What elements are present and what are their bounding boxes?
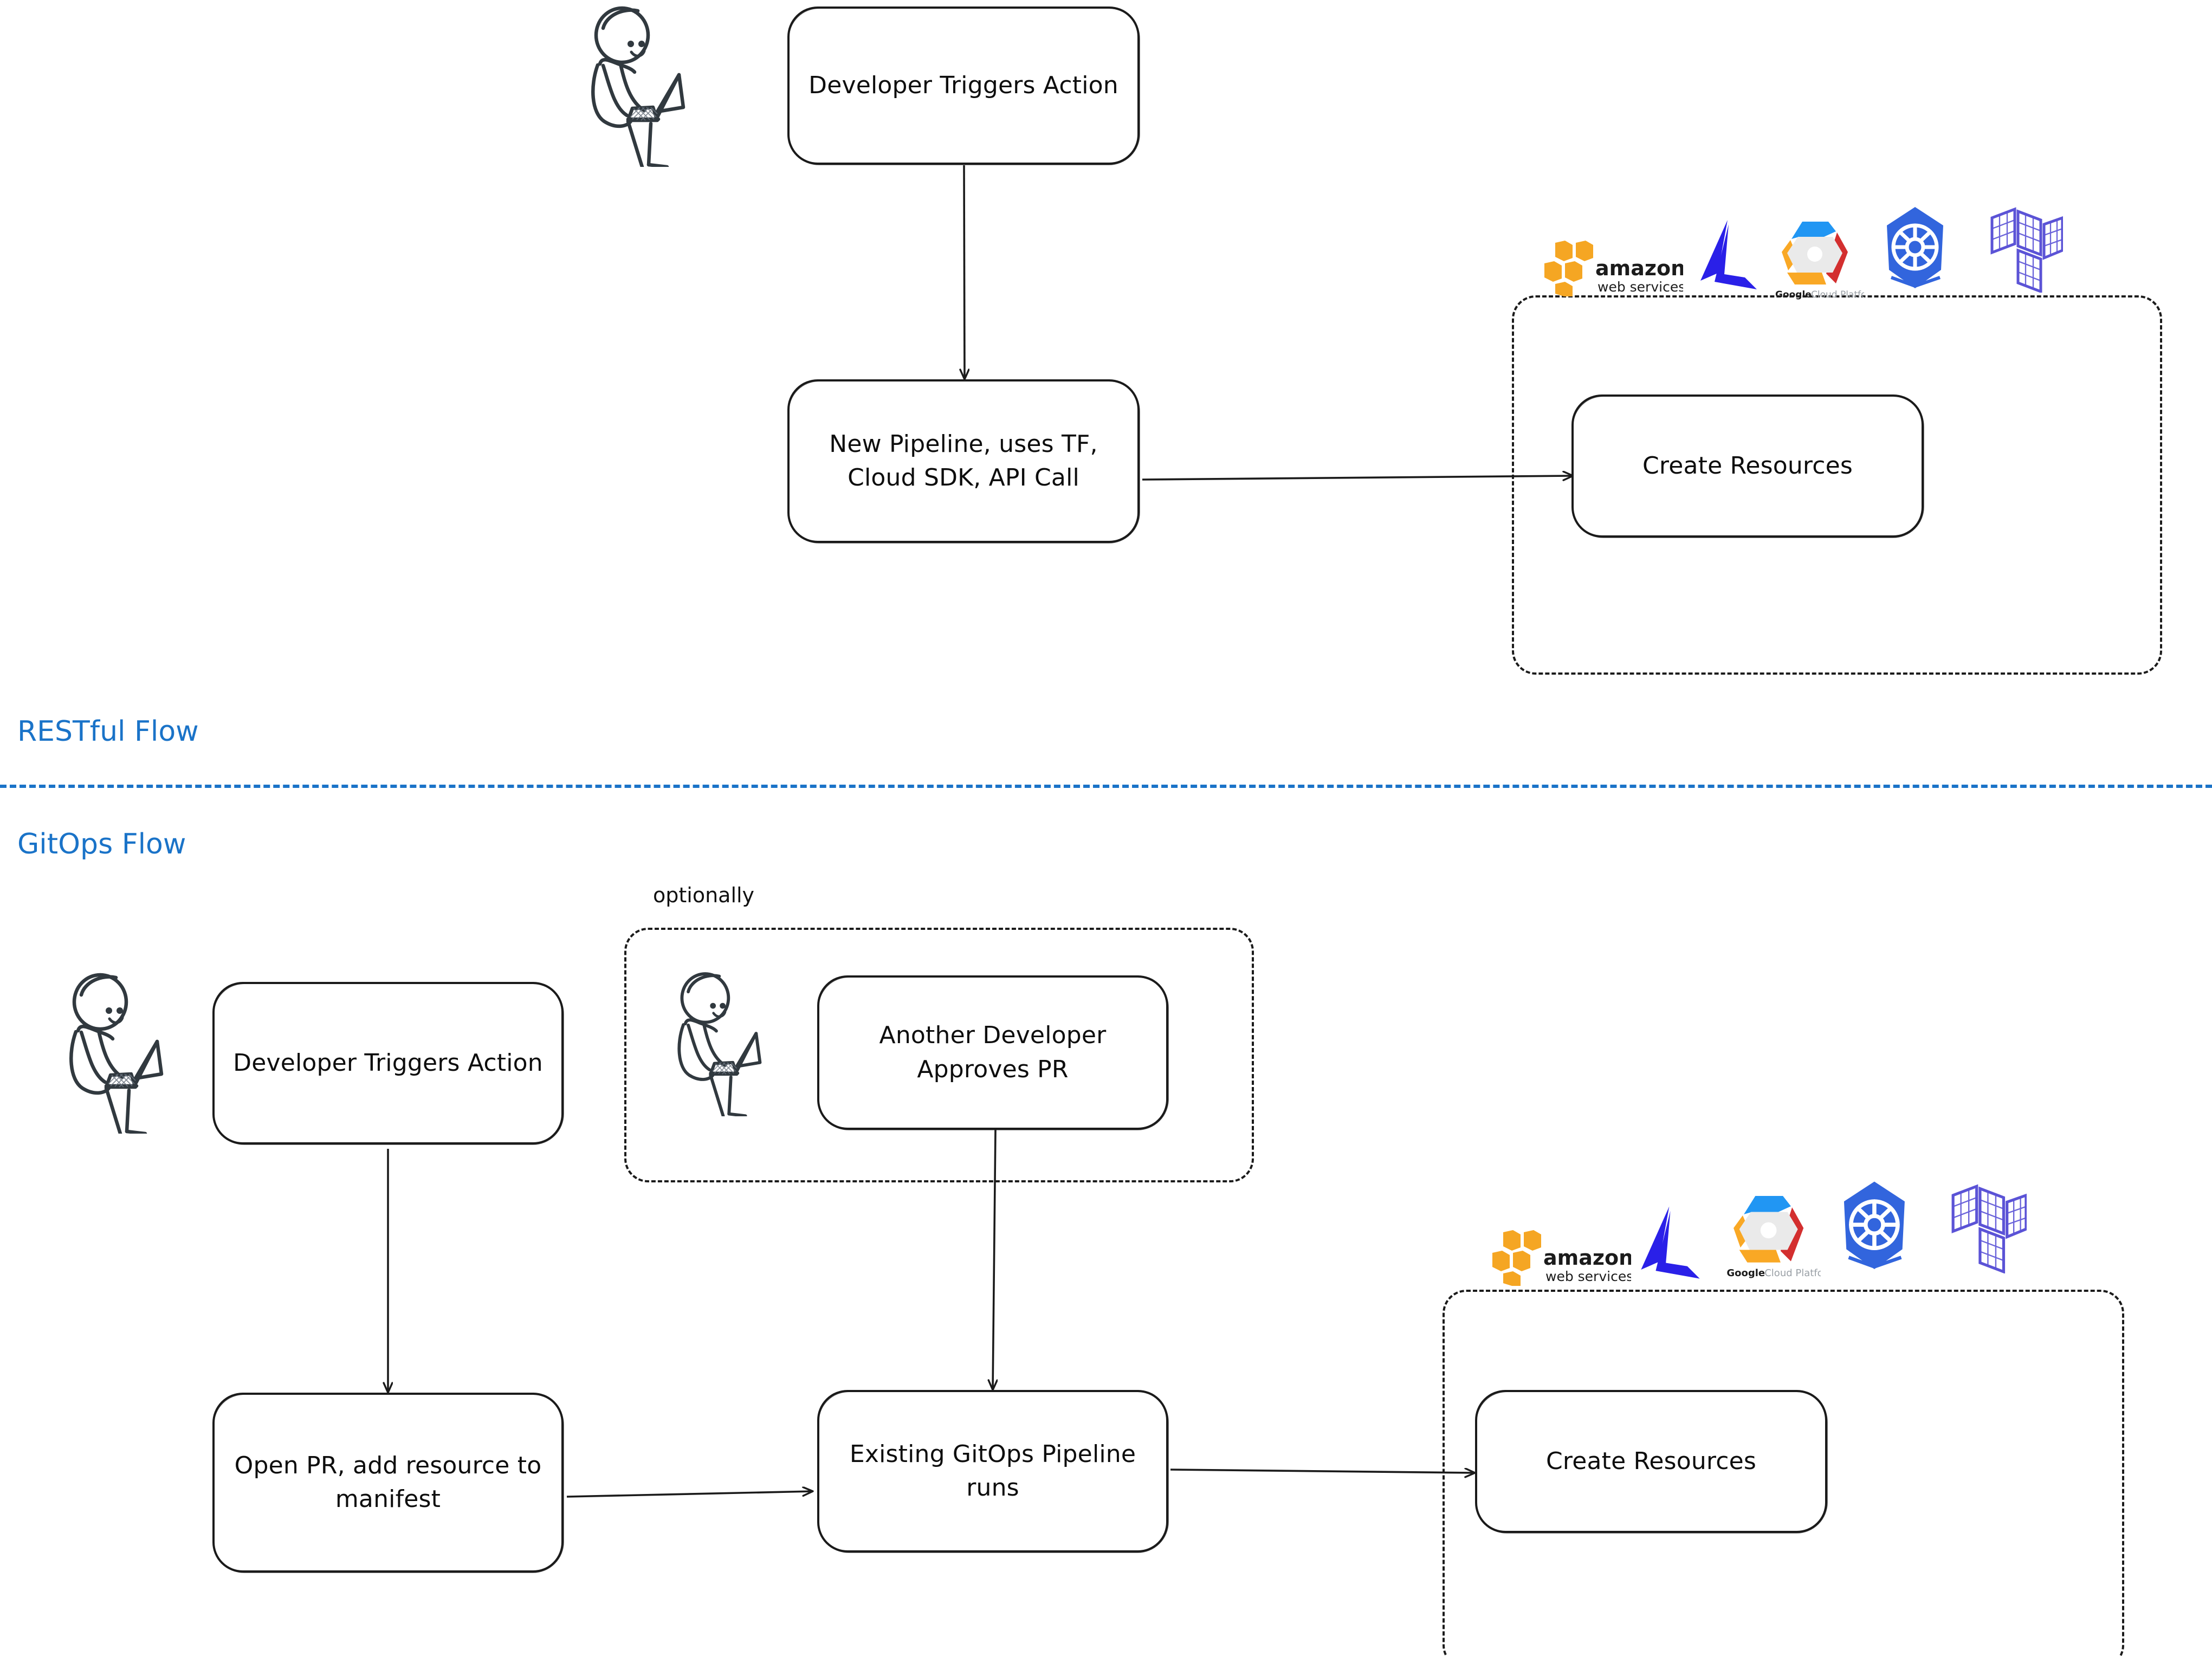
- edge-dev-trigger-to-pipeline: [964, 165, 965, 379]
- svg-text:Google: Google: [1775, 289, 1812, 300]
- optional-approval-group: [624, 928, 1254, 1182]
- node-label: Open PR, add resource to manifest: [234, 1451, 542, 1513]
- section-divider: [0, 785, 2212, 788]
- node-existing-gitops-pipeline[interactable]: Existing GitOps Pipeline runs: [817, 1390, 1169, 1553]
- gcp-logo: Google Cloud Platform: [1772, 218, 1864, 300]
- kubernetes-logo: [1880, 205, 1951, 294]
- terraform-logo: [1990, 206, 2063, 293]
- node-label: Create Resources: [1545, 1447, 1757, 1475]
- node-label: New Pipeline, uses TF, Cloud SDK, API Ca…: [829, 430, 1098, 491]
- edge-open-pr-to-gitops-pipeline: [566, 1491, 813, 1498]
- kubernetes-logo-gitops: [1837, 1179, 1913, 1276]
- node-label: Create Resources: [1642, 451, 1853, 480]
- node-label: Developer Triggers Action: [809, 71, 1118, 99]
- developer-with-laptop-figure-2: [69, 973, 164, 1134]
- developer-with-laptop-figure-3: [677, 972, 762, 1116]
- cloud-provider-group-gitops: [1443, 1290, 2124, 1656]
- node-label: Another Developer Approves PR: [879, 1021, 1107, 1083]
- svg-text:web services: web services: [1597, 279, 1683, 295]
- svg-text:Cloud Platform: Cloud Platform: [1764, 1267, 1821, 1279]
- azure-logo: [1696, 217, 1761, 293]
- svg-text:amazon: amazon: [1595, 256, 1683, 280]
- aws-logo-gitops: amazon web services: [1485, 1229, 1631, 1286]
- azure-logo-gitops: [1637, 1202, 1704, 1283]
- node-developer-triggers-action-gitops[interactable]: Developer Triggers Action: [212, 982, 564, 1145]
- node-create-resources-gitops[interactable]: Create Resources: [1475, 1390, 1828, 1534]
- svg-text:Google: Google: [1726, 1267, 1765, 1279]
- node-open-pr[interactable]: Open PR, add resource to manifest: [212, 1393, 564, 1573]
- node-label: Existing GitOps Pipeline runs: [849, 1440, 1136, 1502]
- terraform-logo-gitops: [1951, 1182, 2027, 1273]
- svg-text:web services: web services: [1545, 1269, 1631, 1284]
- node-another-developer-approves-pr[interactable]: Another Developer Approves PR: [817, 975, 1169, 1130]
- section-title-restful: RESTful Flow: [17, 715, 199, 748]
- svg-text:Cloud Platform: Cloud Platform: [1811, 289, 1864, 300]
- edge-pipeline-to-create-resources: [1142, 476, 1573, 480]
- node-label: Developer Triggers Action: [233, 1049, 543, 1077]
- cloud-provider-group-restful: [1512, 295, 2162, 675]
- gcp-logo-gitops: Google Cloud Platform: [1723, 1192, 1821, 1279]
- aws-logo: amazon web services: [1537, 240, 1683, 296]
- edge-gitops-pipeline-to-create-resources: [1170, 1470, 1475, 1473]
- node-developer-triggers-action[interactable]: Developer Triggers Action: [787, 7, 1140, 165]
- section-title-gitops: GitOps Flow: [17, 828, 186, 861]
- optionally-label: optionally: [653, 883, 755, 907]
- developer-with-laptop-figure: [591, 6, 685, 167]
- svg-text:amazon: amazon: [1543, 1246, 1631, 1270]
- node-create-resources-restful[interactable]: Create Resources: [1571, 394, 1924, 538]
- node-new-pipeline[interactable]: New Pipeline, uses TF, Cloud SDK, API Ca…: [787, 379, 1140, 544]
